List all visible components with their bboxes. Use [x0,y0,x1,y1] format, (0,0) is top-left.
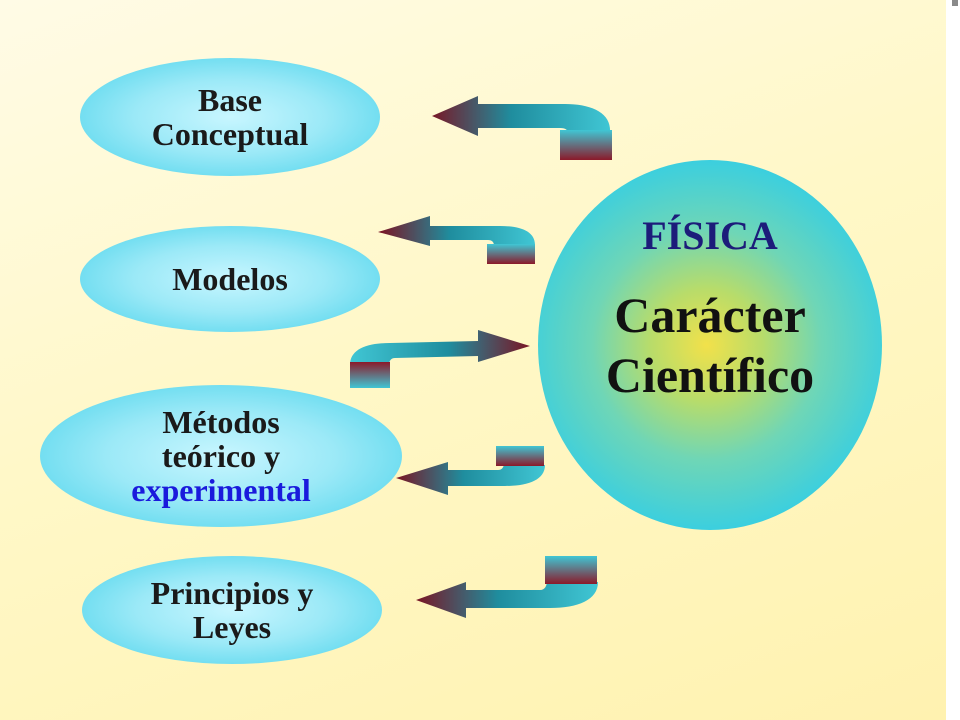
center-circle: FÍSICA Carácter Científico [538,160,882,530]
node-label-line: Conceptual [151,116,309,152]
node-label: Modelos [172,262,288,296]
node-metodos: Métodos teórico y experimental [40,385,402,527]
node-label-line: Principios y [150,575,314,611]
arrow-to-metodos [396,446,545,495]
node-label-line: Métodos [162,404,280,440]
center-title: FÍSICA [642,213,778,258]
node-modelos: Modelos [80,226,380,332]
node-label-line: Base [197,82,262,118]
arrow-to-principios [416,556,598,618]
arrow-to-modelos [378,216,535,264]
node-label-line: Leyes [192,609,272,645]
node-label-line-highlight: experimental [131,472,311,508]
node-label: Principios y Leyes [151,576,314,644]
center-subtitle-line: Carácter [614,287,806,343]
arrow-to-center [350,330,530,388]
node-base-conceptual: Base Conceptual [80,58,380,176]
center-subtitle: Carácter Científico [538,285,882,405]
center-subtitle-line: Científico [605,347,815,403]
node-label: Métodos teórico y experimental [131,405,311,507]
node-label: Base Conceptual [152,83,308,151]
right-edge [946,0,960,720]
edge-mark [952,0,958,6]
node-label-line: teórico y [161,438,281,474]
node-label-line: Modelos [172,261,288,297]
node-principios-leyes: Principios y Leyes [82,556,382,664]
arrow-to-base-conceptual [432,96,612,160]
